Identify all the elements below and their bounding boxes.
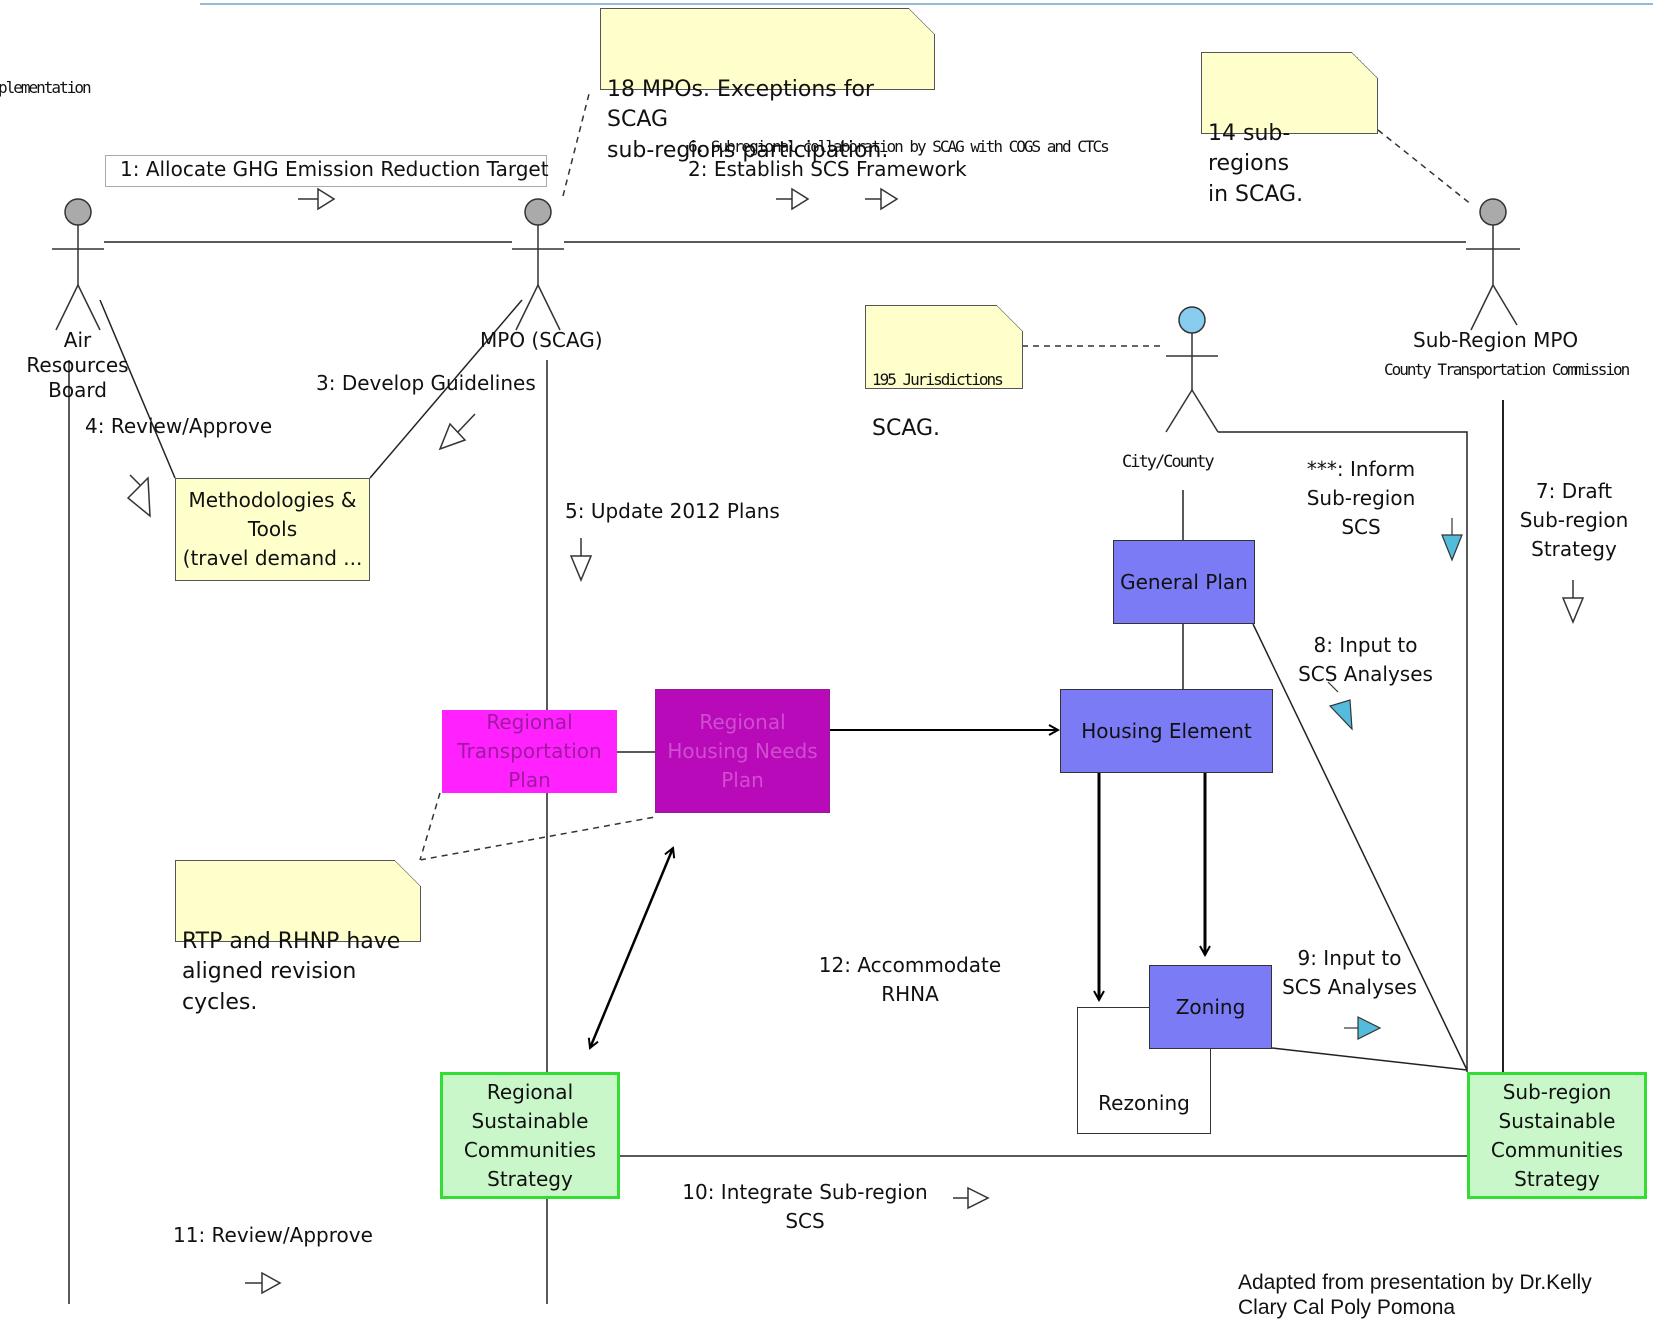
note-fold-corner <box>997 305 1023 331</box>
message-2: 2: Establish SCS Framework <box>688 157 967 181</box>
note-mpos-text: 18 MPOs. Exceptions for SCAG sub-regions… <box>607 76 889 164</box>
sub-region-mpo-label: Sub-Region MPO <box>1413 328 1579 352</box>
message-1: 1: Allocate GHG Emission Reduction Targe… <box>120 157 549 181</box>
note-subregions-text: 14 sub-regions in SCAG. <box>1208 120 1304 208</box>
message-5: 5: Update 2012 Plans <box>565 499 780 523</box>
box-housing-element: Housing Element <box>1060 689 1273 773</box>
message-10: 10: Integrate Sub-region SCS <box>682 1180 928 1233</box>
box-zoning: Zoning <box>1149 965 1272 1049</box>
box-subregion-scs: Sub-region Sustainable Communities Strat… <box>1467 1072 1647 1199</box>
message-8: 8: Input to SCS Analyses <box>1298 633 1433 686</box>
box-regional-transportation-plan: Regional Transportation Plan <box>442 710 617 793</box>
message-7: 7: Draft Sub-region Strategy <box>1519 479 1629 561</box>
city-county-label: City/County <box>1122 452 1215 472</box>
note-rtp-rhnp: RTP and RHNP have aligned revision cycle… <box>175 860 421 1015</box>
credit-line-2: Clary Cal Poly Pomona <box>1238 1296 1456 1319</box>
city-county-actor-figure <box>1165 306 1219 433</box>
sub-region-mpo-sublabel: County Transportation Commission <box>1384 360 1630 379</box>
message-11: 11: Review/Approve <box>173 1223 373 1247</box>
note-fold-corner <box>395 860 421 886</box>
message-3: 3: Develop Guidelines <box>316 371 536 395</box>
box-methodologies: Methodologies & Tools (travel demand ... <box>175 478 370 581</box>
message-1-frame <box>105 155 547 187</box>
air-resources-board-label: Air Resources Board <box>26 328 129 402</box>
box-regional-housing-needs-plan: Regional Housing Needs Plan <box>655 689 830 813</box>
message-9: 9: Input to SCS Analyses <box>1282 946 1417 999</box>
note-jurisdictions-small-text: 195 Jurisdictions <box>872 369 1004 389</box>
note-subregions: 14 sub-regions in SCAG. <box>1201 52 1378 207</box>
note-mpos: 18 MPOs. Exceptions for SCAG sub-regions… <box>600 8 935 163</box>
message-12: 12: Accommodate RHNA <box>818 953 1002 1006</box>
box-general-plan: General Plan <box>1113 540 1255 624</box>
note-fold-corner <box>909 8 935 34</box>
note-jurisdictions: 195 Jurisdictions SCAG. <box>865 305 1023 441</box>
credit-line-1: Adapted from presentation by Dr.Kelly <box>1238 1271 1592 1294</box>
edge-text-implementation: plementation <box>0 78 92 97</box>
mpo-actor-figure <box>512 198 564 331</box>
note-jurisdictions-text: SCAG. <box>872 415 941 441</box>
sub-region-mpo-actor-figure <box>1466 198 1520 331</box>
air-resources-board-actor-figure <box>52 198 104 331</box>
message-inform: ***: Inform Sub-region SCS <box>1306 457 1416 539</box>
message-6: 6. Subregional collaboration by SCAG wit… <box>688 137 1110 156</box>
box-regional-scs: Regional Sustainable Communities Strateg… <box>440 1072 620 1199</box>
note-rtp-rhnp-text: RTP and RHNP have aligned revision cycle… <box>182 928 401 1016</box>
mpo-label: MPO (SCAG) <box>480 328 603 352</box>
note-fold-corner <box>1352 52 1378 78</box>
message-4: 4: Review/Approve <box>85 414 273 438</box>
